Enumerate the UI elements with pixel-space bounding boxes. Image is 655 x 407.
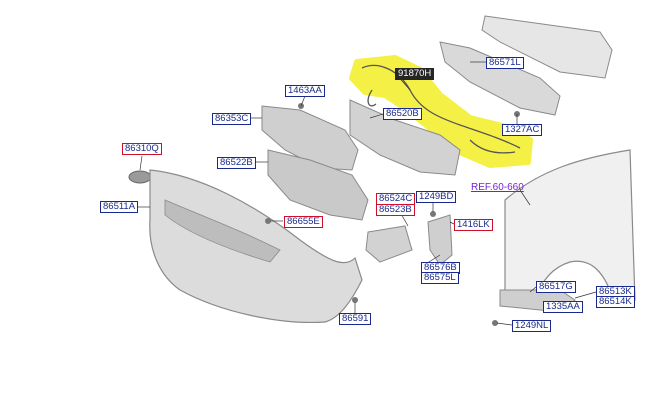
- screw-86655e: [265, 218, 271, 224]
- fog-lamp-bezel: [365, 225, 413, 263]
- callout-86571l[interactable]: 86571L: [486, 57, 524, 69]
- grille-frame: [261, 105, 359, 171]
- callout-86511a[interactable]: 86511A: [100, 201, 139, 213]
- callout-86514k[interactable]: 86514K: [596, 296, 635, 308]
- emblem: [128, 170, 152, 184]
- screw-1249nl: [492, 320, 498, 326]
- callout-86591[interactable]: 86591: [339, 313, 372, 325]
- callout-86520b[interactable]: 86520B: [383, 108, 422, 120]
- callout-86575l[interactable]: 86575L: [421, 272, 459, 284]
- callout-1463aa[interactable]: 1463AA: [285, 85, 325, 97]
- screw-1249bd: [430, 211, 436, 217]
- fender: [504, 149, 636, 306]
- screw-86591: [352, 297, 358, 303]
- callout-1335aa[interactable]: 1335AA: [543, 301, 583, 313]
- callout-86523b[interactable]: 86523B: [376, 204, 415, 216]
- callout-86655e[interactable]: 86655E: [284, 216, 323, 228]
- callout-1327ac[interactable]: 1327AC: [502, 124, 543, 136]
- callout-86522b[interactable]: 86522B: [217, 157, 256, 169]
- callout-1416lk[interactable]: 1416LK: [454, 219, 493, 231]
- callout-ref-60-660[interactable]: REF.60-660: [471, 182, 524, 193]
- bumper-grille-opening: [164, 199, 281, 263]
- callout-1249nl[interactable]: 1249NL: [512, 320, 552, 332]
- lower-absorber: [349, 99, 461, 176]
- wiring-harness: [361, 64, 521, 154]
- callout-86517g[interactable]: 86517G: [536, 281, 576, 293]
- callout-91870h[interactable]: 91870H: [395, 68, 435, 80]
- side-bracket: [427, 214, 453, 266]
- callout-86576b[interactable]: 86576B: [421, 262, 460, 274]
- callout-86353c[interactable]: 86353C: [212, 113, 252, 125]
- callout-86310q[interactable]: 86310Q: [122, 143, 162, 155]
- radiator-grille: [267, 149, 369, 221]
- back-beam: [481, 15, 613, 79]
- callout-1249bd[interactable]: 1249BD: [416, 191, 457, 203]
- harness-highlight: [349, 55, 533, 168]
